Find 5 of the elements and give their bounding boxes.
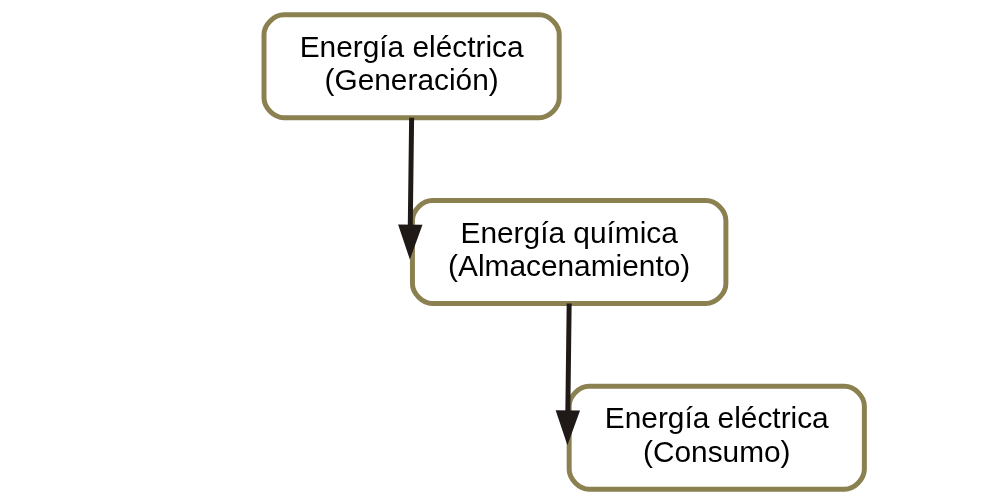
arrow (555, 303, 580, 446)
node-box: Energía eléctrica (Consumo) (566, 383, 867, 492)
node-box: Energía eléctrica (Generación) (261, 12, 562, 121)
node-box: Energía química (Almacenamiento) (409, 198, 728, 306)
arrow (397, 117, 422, 260)
